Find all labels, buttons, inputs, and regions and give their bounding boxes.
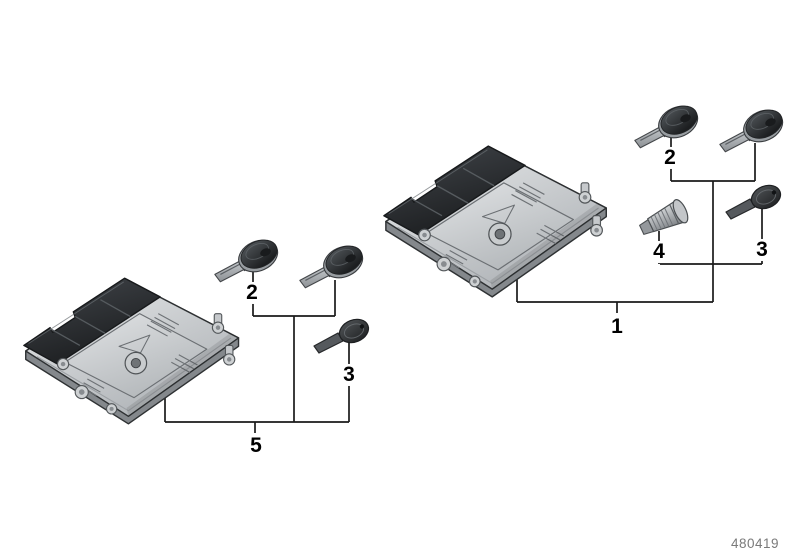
control-unit-illustration-right bbox=[382, 144, 614, 299]
callout-right-key-pair[interactable]: 2 bbox=[662, 145, 678, 170]
drawing-number: 480419 bbox=[731, 536, 780, 551]
callout-right-spare-key[interactable]: 3 bbox=[754, 237, 770, 262]
callout-right-assembly[interactable]: 1 bbox=[609, 314, 625, 339]
spare-key-icon-right bbox=[724, 182, 786, 222]
control-unit-illustration-left bbox=[22, 276, 246, 426]
callout-right-lock-cylinder[interactable]: 4 bbox=[651, 239, 667, 264]
callout-left-key-pair[interactable]: 2 bbox=[244, 280, 260, 305]
key-icon-right-1 bbox=[633, 98, 703, 152]
callout-left-spare-key[interactable]: 3 bbox=[341, 362, 357, 387]
spare-key-icon-left bbox=[312, 316, 374, 356]
callout-left-assembly[interactable]: 5 bbox=[248, 433, 264, 458]
key-icon-left-1 bbox=[213, 232, 283, 286]
key-icon-left-2 bbox=[298, 238, 368, 292]
key-icon-right-2 bbox=[718, 102, 788, 156]
lock-cylinder-icon bbox=[636, 196, 696, 240]
